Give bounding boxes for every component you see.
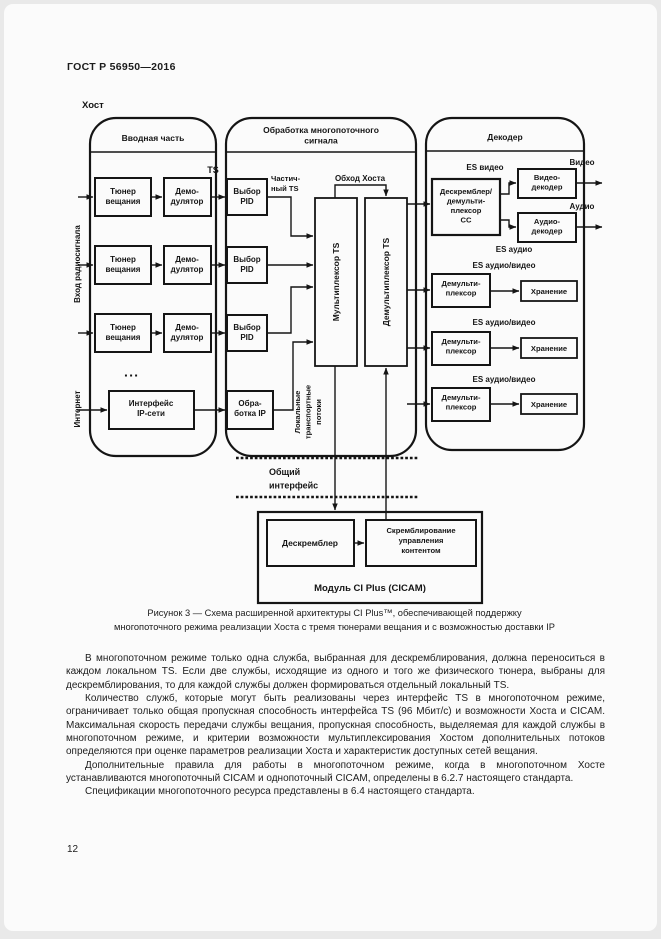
figure-3-diagram: Хост Вводная часть Обработка многопоточн… [73, 100, 603, 605]
paragraph-4: Спецификации многопоточного ресурса пред… [85, 786, 475, 798]
audio-decoder-label: Аудио-декодер [532, 217, 563, 236]
arrow-pid-3-to-mux [267, 284, 314, 334]
demodulator-block-2-label: Демо-дулятор [171, 255, 204, 274]
cicam-module-box [256, 510, 484, 605]
video-decoder-label: Видео-декодер [532, 173, 563, 192]
storage-label-2: Хранение [531, 344, 567, 353]
es-demultiplexer-label-1: Демульти-плексор [441, 279, 480, 298]
arrow-cc-to-video-decoder [500, 180, 517, 195]
ts-multiplexer-label: Мультиплексор TS [331, 242, 341, 321]
body-text: В многопоточном режиме только одна служб… [66, 652, 605, 799]
demodulator-block-1-label: Демо-дулятор [171, 187, 204, 206]
storage-block-2 [520, 337, 578, 359]
panel-decoder-title: Декодер [487, 132, 522, 142]
figure-caption-line-2: многопоточного режима реализации Хоста с… [114, 621, 555, 632]
paragraph-2: Количество служб, которые могут быть реа… [66, 693, 605, 758]
es-demultiplexer-label-2: Демульти-плексор [441, 337, 480, 356]
storage-block-3 [520, 393, 578, 415]
panels [88, 116, 586, 458]
ellipsis-more-tuners: ▪ ▪ ▪ [125, 371, 138, 380]
es-av-label-1: ES аудио/видео [473, 261, 536, 270]
panel-input-section [88, 116, 218, 458]
cicam-module-title: Модуль CI Plus (CICAM) [314, 583, 426, 594]
es-demultiplexer-label-3: Демульти-плексор [441, 393, 480, 412]
es-audio-label: ES аудио [496, 245, 533, 254]
content-control-scrambling-block [365, 519, 477, 567]
ts-label: TS [207, 165, 219, 175]
arrow-host-bypass [334, 184, 389, 198]
es-av-label-3: ES аудио/видео [473, 375, 536, 384]
figure-caption-line-1: Рисунок 3 — Схема расширенной архитектур… [147, 608, 522, 618]
arrow-cc-to-audio-decoder [500, 219, 517, 230]
panel-input-title: Вводная часть [122, 133, 185, 143]
internet-input-label: Интернет [73, 390, 82, 427]
panel-decoder-section [424, 116, 586, 452]
ts-demultiplexer-label: Демультиплексор TS [381, 237, 391, 326]
connector-arrows [78, 180, 603, 546]
arrow-pid-1-to-mux [267, 196, 314, 239]
paragraph-1: В многопоточном режиме только одна служб… [66, 653, 605, 691]
page: ГОСТ Р 56950—2016 Хост Вводная часть Обр… [4, 4, 657, 931]
panel-processing-section [224, 116, 418, 458]
ts-demultiplexer-block [364, 197, 408, 367]
figure-caption: Рисунок 3 — Схема расширенной архитектур… [64, 607, 605, 634]
descrambler-cc-demux-block [430, 177, 502, 237]
ip-processing-label: Обра-ботка IP [234, 399, 266, 418]
video-output-label: Видео [569, 158, 594, 167]
cicam-descrambler-label: Дескремблер [282, 538, 338, 548]
storage-label-1: Хранение [531, 287, 567, 296]
host-bypass-label: Обход Хоста [335, 174, 386, 183]
demodulator-block-3-label: Демо-дулятор [171, 323, 204, 342]
document-header: ГОСТ Р 56950—2016 [67, 61, 176, 73]
audio-output-label: Аудио [570, 202, 595, 211]
radio-input-label: Вход радиосигнала [73, 225, 82, 303]
partial-ts-label: Частич-ный TS [271, 174, 301, 193]
host-label: Хост [82, 100, 104, 111]
page-number: 12 [67, 844, 79, 855]
storage-block-1 [520, 280, 578, 302]
paragraph-3: Дополнительные правила для работы в мног… [66, 759, 605, 785]
arrow-ip-processing-to-mux [273, 339, 314, 411]
ts-multiplexer-block [314, 197, 358, 367]
storage-label-3: Хранение [531, 400, 567, 409]
es-video-label: ES видео [466, 163, 503, 172]
es-av-label-2: ES аудио/видео [473, 318, 536, 327]
